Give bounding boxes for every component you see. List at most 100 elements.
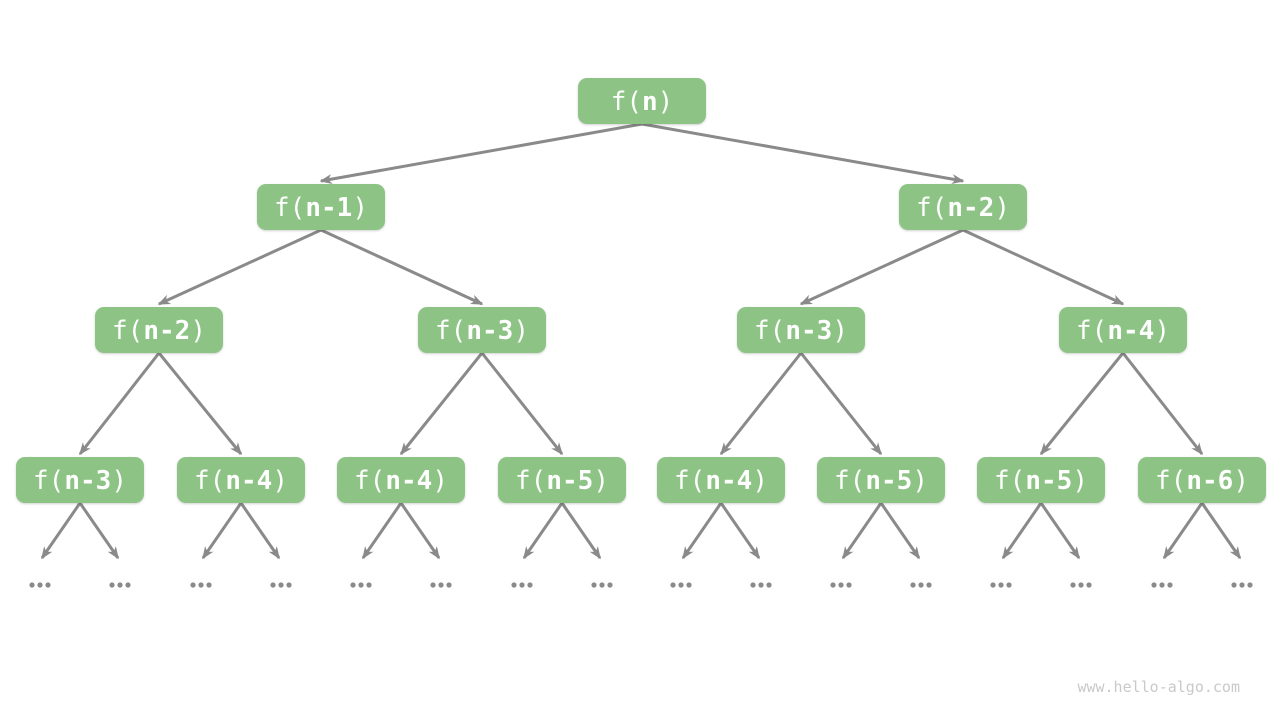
ellipsis-dot (109, 582, 115, 588)
tree-node-box (1138, 457, 1266, 503)
edge-arrow (841, 502, 883, 560)
ellipsis-dot (838, 582, 844, 588)
tree-node-box (16, 457, 144, 503)
ellipsis-dot (758, 582, 764, 588)
edge-arrow (1039, 352, 1125, 456)
ellipsis-dot (438, 582, 444, 588)
tree-node-box (418, 307, 546, 353)
edge-arrow (719, 502, 761, 560)
ellipsis-dot (198, 582, 204, 588)
edge-arrow (320, 228, 484, 306)
ellipsis-dot (519, 582, 525, 588)
tree-node-label: f(n-5) (994, 466, 1088, 496)
tree-node-label: f(n-3) (435, 316, 529, 346)
ellipsis-dot (1167, 582, 1173, 588)
tree-node: f(n-4) (1059, 307, 1187, 353)
tree-node-box (817, 457, 945, 503)
ellipsis-dot (37, 582, 43, 588)
ellipsis-leaf (1151, 582, 1173, 588)
edge-arrow (78, 352, 161, 456)
tree-node-box (657, 457, 785, 503)
tree-node: f(n-6) (1138, 457, 1266, 503)
tree-node: f(n-5) (498, 457, 626, 503)
watermark-text: www.hello-algo.com (1077, 678, 1240, 696)
edge-arrow (1200, 502, 1242, 560)
tree-node-label: f(n-4) (354, 466, 448, 496)
edge-arrow (1121, 352, 1204, 456)
edge-arrow (201, 502, 243, 560)
tree-node-label: f(n-4) (1076, 316, 1170, 346)
ellipsis-dot (1070, 582, 1076, 588)
ellipsis-leaf (750, 582, 772, 588)
ellipsis-leaf (1231, 582, 1253, 588)
ellipsis-dot (686, 582, 692, 588)
ellipsis-dot (358, 582, 364, 588)
tree-node-label: f(n) (611, 87, 674, 117)
ellipsis-leaf (1070, 582, 1092, 588)
ellipsis-dot (1239, 582, 1245, 588)
edge-arrow (522, 502, 564, 560)
tree-node: f(n-3) (737, 307, 865, 353)
edge-arrow (40, 502, 82, 560)
edge-arrow (399, 352, 484, 456)
tree-node: f(n-5) (977, 457, 1105, 503)
tree-node-box (578, 78, 706, 124)
ellipsis-dot (918, 582, 924, 588)
edge-arrow (319, 122, 643, 184)
ellipsis-leaf (990, 582, 1012, 588)
ellipsis-dot (591, 582, 597, 588)
ellipsis-leaf (270, 582, 292, 588)
tree-node-label: f(n-2) (916, 193, 1010, 223)
edge-arrow (879, 502, 921, 560)
tree-node-box (1059, 307, 1187, 353)
edge-arrow (681, 502, 723, 560)
ellipsis-dot (430, 582, 436, 588)
tree-node: f(n-4) (657, 457, 785, 503)
tree-node-box (177, 457, 305, 503)
tree-node-label: f(n-4) (674, 466, 768, 496)
edge-arrow (157, 352, 243, 456)
tree-node: f(n-2) (899, 184, 1027, 230)
ellipsis-dot (366, 582, 372, 588)
ellipsis-dot (270, 582, 276, 588)
tree-node-box (337, 457, 465, 503)
tree-node-label: f(n-1) (274, 193, 368, 223)
ellipsis-dot (1078, 582, 1084, 588)
ellipsis-dot (350, 582, 356, 588)
tree-node: f(n-4) (337, 457, 465, 503)
tree-node-box (95, 307, 223, 353)
edge-arrow (560, 502, 602, 560)
ellipsis-dot (45, 582, 51, 588)
ellipsis-dot (1006, 582, 1012, 588)
ellipsis-leaf (29, 582, 51, 588)
tree-node: f(n) (578, 78, 706, 124)
edge-arrow (78, 502, 120, 560)
ellipsis-leaf (910, 582, 932, 588)
tree-node-label: f(n-3) (754, 316, 848, 346)
ellipsis-dot (511, 582, 517, 588)
ellipsis-dot (278, 582, 284, 588)
ellipsis-dot (910, 582, 916, 588)
edge-arrow (1001, 502, 1043, 560)
ellipsis-leaf (511, 582, 533, 588)
tree-node: f(n-3) (418, 307, 546, 353)
ellipsis-dot (766, 582, 772, 588)
ellipsis-dot (29, 582, 35, 588)
edge-arrow (239, 502, 281, 560)
tree-node-label: f(n-3) (33, 466, 127, 496)
tree-node-box (257, 184, 385, 230)
ellipsis-dot (599, 582, 605, 588)
tree-node-box (977, 457, 1105, 503)
ellipsis-dot (190, 582, 196, 588)
ellipsis-dot (926, 582, 932, 588)
tree-node-box (737, 307, 865, 353)
ellipsis-dot (1086, 582, 1092, 588)
ellipsis-leaf-layer (29, 502, 1253, 588)
node-layer: f(n)f(n-1)f(n-2)f(n-2)f(n-3)f(n-3)f(n-4)… (16, 78, 1266, 503)
ellipsis-leaf (830, 582, 852, 588)
ellipsis-dot (607, 582, 613, 588)
tree-node: f(n-5) (817, 457, 945, 503)
tree-node-box (899, 184, 1027, 230)
edge-arrow (157, 228, 322, 306)
